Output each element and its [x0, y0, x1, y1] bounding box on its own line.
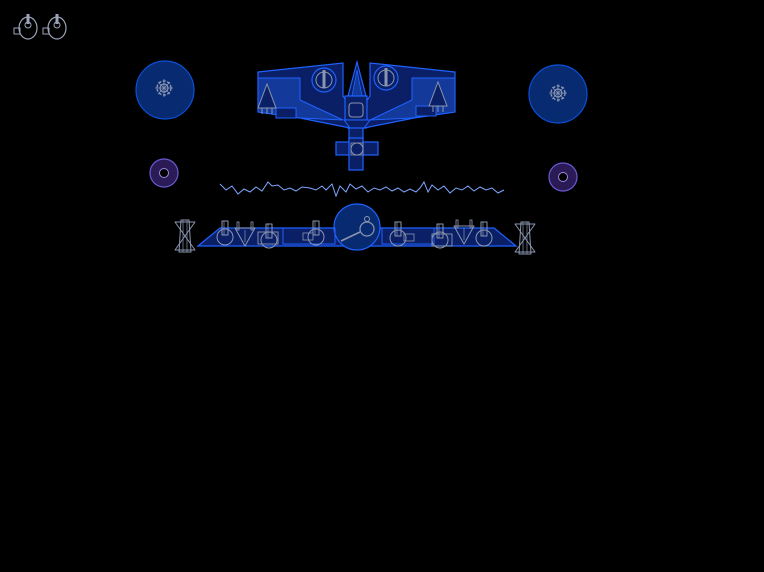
mothership-upper[interactable]: [257, 59, 456, 171]
shield-core-icon[interactable]: [135, 60, 195, 120]
shield-core-icon[interactable]: [528, 64, 588, 124]
drone-icon[interactable]: [428, 80, 448, 112]
energy-node-icon[interactable]: [149, 158, 179, 188]
ship-life-icon: [42, 13, 67, 40]
crawler-icon[interactable]: [514, 221, 536, 255]
battle-cruiser-lower[interactable]: [174, 203, 536, 255]
lightning-beam-icon: [219, 180, 505, 198]
lives-indicator: [13, 13, 67, 40]
energy-node-icon[interactable]: [548, 162, 578, 192]
ship-life-icon: [13, 13, 38, 40]
cruiser-core[interactable]: [333, 203, 381, 251]
crawler-icon[interactable]: [174, 219, 196, 253]
turret-icon[interactable]: [373, 65, 399, 91]
turret-icon[interactable]: [311, 67, 337, 93]
drone-icon[interactable]: [257, 82, 277, 114]
